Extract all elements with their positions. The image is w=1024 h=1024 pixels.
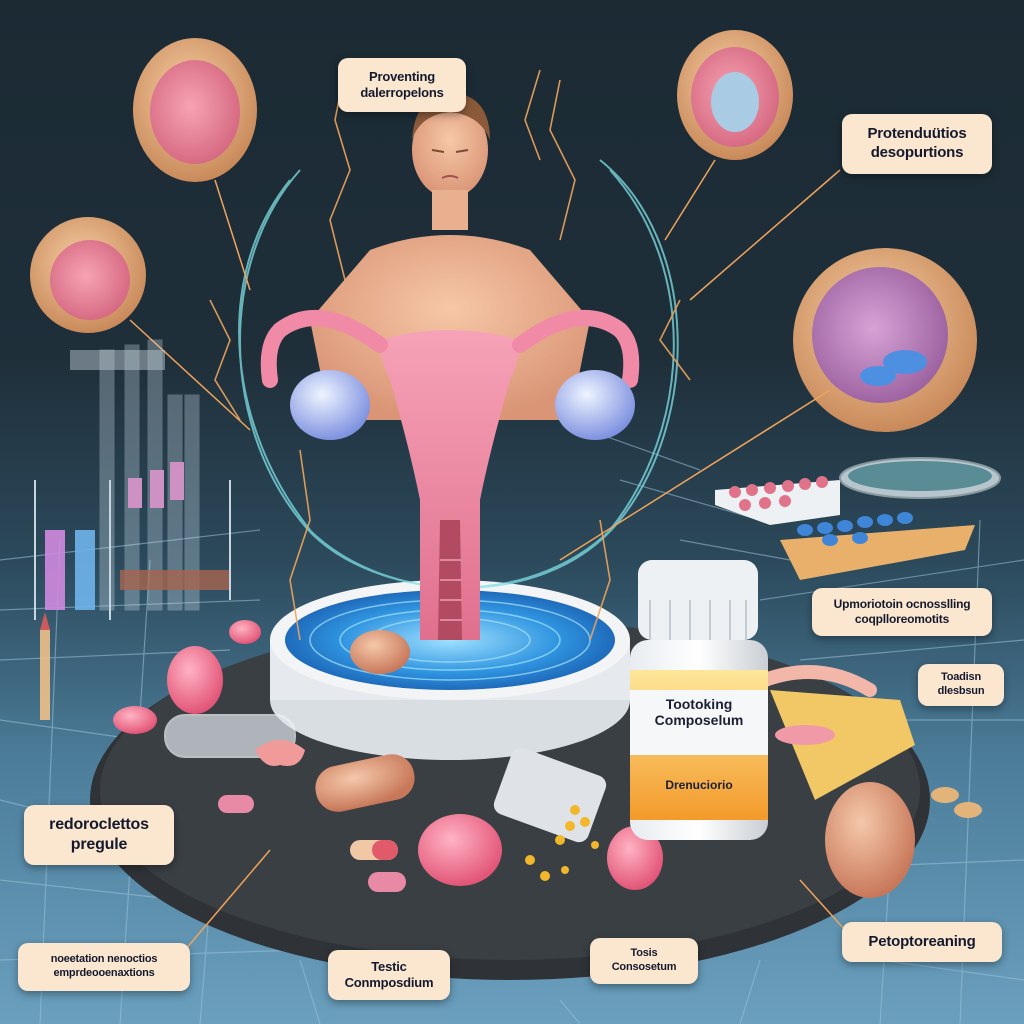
label-top-right-line1: Protenduütios [867,125,967,143]
bottle-label-line3: Drenuciorio [665,778,733,792]
label-top-center: Proventing dalerropelons [338,58,466,112]
label-bottom-center-right: Tosis Consosetum [590,938,698,984]
label-left-middle-line1: redoroclettos [49,816,149,833]
pill-trays [715,457,1001,580]
tipped-vial [493,747,607,881]
bottle-label-subtitle: Drenuciorio [630,778,768,792]
label-top-right-line2: desopurtions [870,144,964,161]
brain-tissue-inset-top-left [133,38,257,291]
test-tube-rack [34,339,231,720]
uterus-diagram [260,310,640,640]
scattered-tablets [931,787,982,818]
label-mid-right: Upmoriotoin ocnosslling coqplloreomotits [812,588,992,636]
right-ovary [555,370,635,440]
left-ovary [290,370,370,440]
label-bottom-center-right-line1: Tosis [630,947,658,960]
label-right-small: Toadisn dlesbsun [918,664,1004,706]
bottle-label-line1: Tootoking [665,696,733,712]
uterine-tissue-inset-left [30,217,251,431]
label-bottom-right-line1: Petoptoreaning [868,932,976,950]
label-bottom-center-right-line2: Consosetum [611,961,677,973]
label-left-middle-line2: pregule [70,836,128,853]
bottle-label-title: Tootoking Composelum [630,696,768,728]
label-bottom-left: noeetation nenoctios emprdeooenaxtions [18,943,190,991]
label-right-small-line2: dlesbsun [937,685,985,697]
supplement-bottle [630,560,768,840]
label-bottom-left-line2: emprdeooenaxtions [53,967,155,979]
platform-items [113,620,982,898]
label-right-small-line1: Toadisn [941,671,981,684]
brain-pills-inset-right [559,248,977,561]
label-bottom-center: Testic Conmposdium [328,950,450,1000]
label-mid-right-line2: coqplloreomotits [854,612,950,626]
label-bottom-center-line1: Testic [371,958,407,974]
ovum-inset-top-right [664,30,793,241]
label-top-center-line2: dalerropelons [360,85,444,100]
label-top-right: Protenduütios desopurtions [842,114,992,174]
label-bottom-right: Petoptoreaning [842,922,1002,962]
bottle-label-line2: Composelum [654,712,744,729]
label-left-middle: redoroclettos pregule [24,805,174,865]
label-bottom-center-line2: Conmposdium [344,975,434,990]
egg [825,782,915,898]
document [770,690,915,800]
figure [310,92,590,420]
label-bottom-left-line1: noeetation nenoctios [50,953,158,966]
label-top-center-line1: Proventing [369,68,435,84]
label-mid-right-line1: Upmoriotoin ocnosslling [833,597,971,611]
